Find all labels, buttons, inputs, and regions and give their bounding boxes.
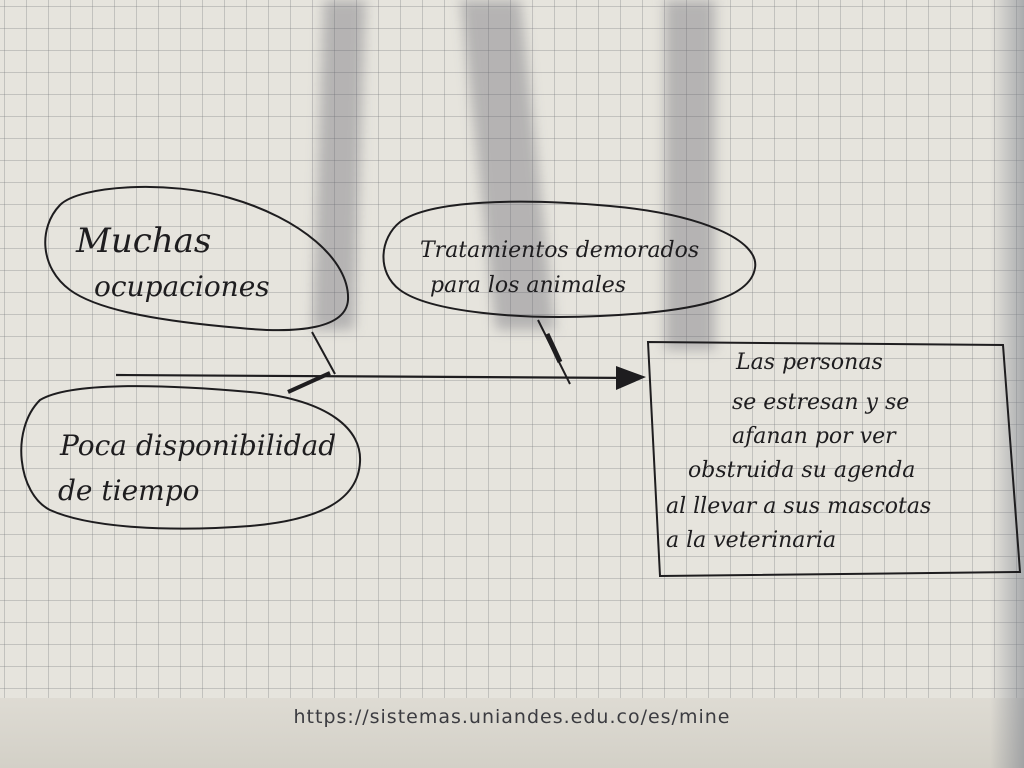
effect-line-5: al llevar a sus mascotas: [666, 494, 932, 519]
effect-line-2: se estresan y se: [732, 390, 910, 415]
effect-text: Las personas se estresan y se afanan por…: [662, 346, 1020, 572]
cause-bone-3: [287, 371, 331, 394]
cause-1-line-2: ocupaciones: [94, 270, 270, 303]
cause-bone-2-stroke: [544, 332, 563, 364]
effect-line-6: a la veterinaria: [666, 528, 837, 553]
cause-2-line-1: Tratamientos demorados: [420, 238, 699, 263]
cause-bone-1: [311, 331, 336, 375]
effect-box: [646, 340, 1022, 578]
cause-1-line-1: Muchas: [75, 221, 211, 261]
cause-3-line-2: de tiempo: [58, 474, 200, 507]
spine-arrowhead: [616, 366, 646, 390]
effect-line-3: afanan por ver: [732, 424, 896, 449]
cause-bubble-3: [20, 385, 362, 530]
effect-line-4: obstruida su agenda: [688, 458, 916, 483]
effect-line-1: Las personas: [736, 350, 883, 375]
cause-bubble-1: [44, 185, 350, 332]
page-edge: [990, 0, 1024, 768]
cause-bubble-2: [382, 200, 757, 318]
shadow-band: [665, 0, 715, 350]
footer-url: https://sistemas.uniandes.edu.co/es/mine: [293, 706, 731, 728]
cause-2-line-2: para los animales: [430, 273, 626, 298]
fishbone-spine: [115, 373, 641, 380]
cause-3-line-1: Poca disponibilidad: [59, 429, 336, 462]
page-bottom-margin: [0, 698, 1024, 768]
